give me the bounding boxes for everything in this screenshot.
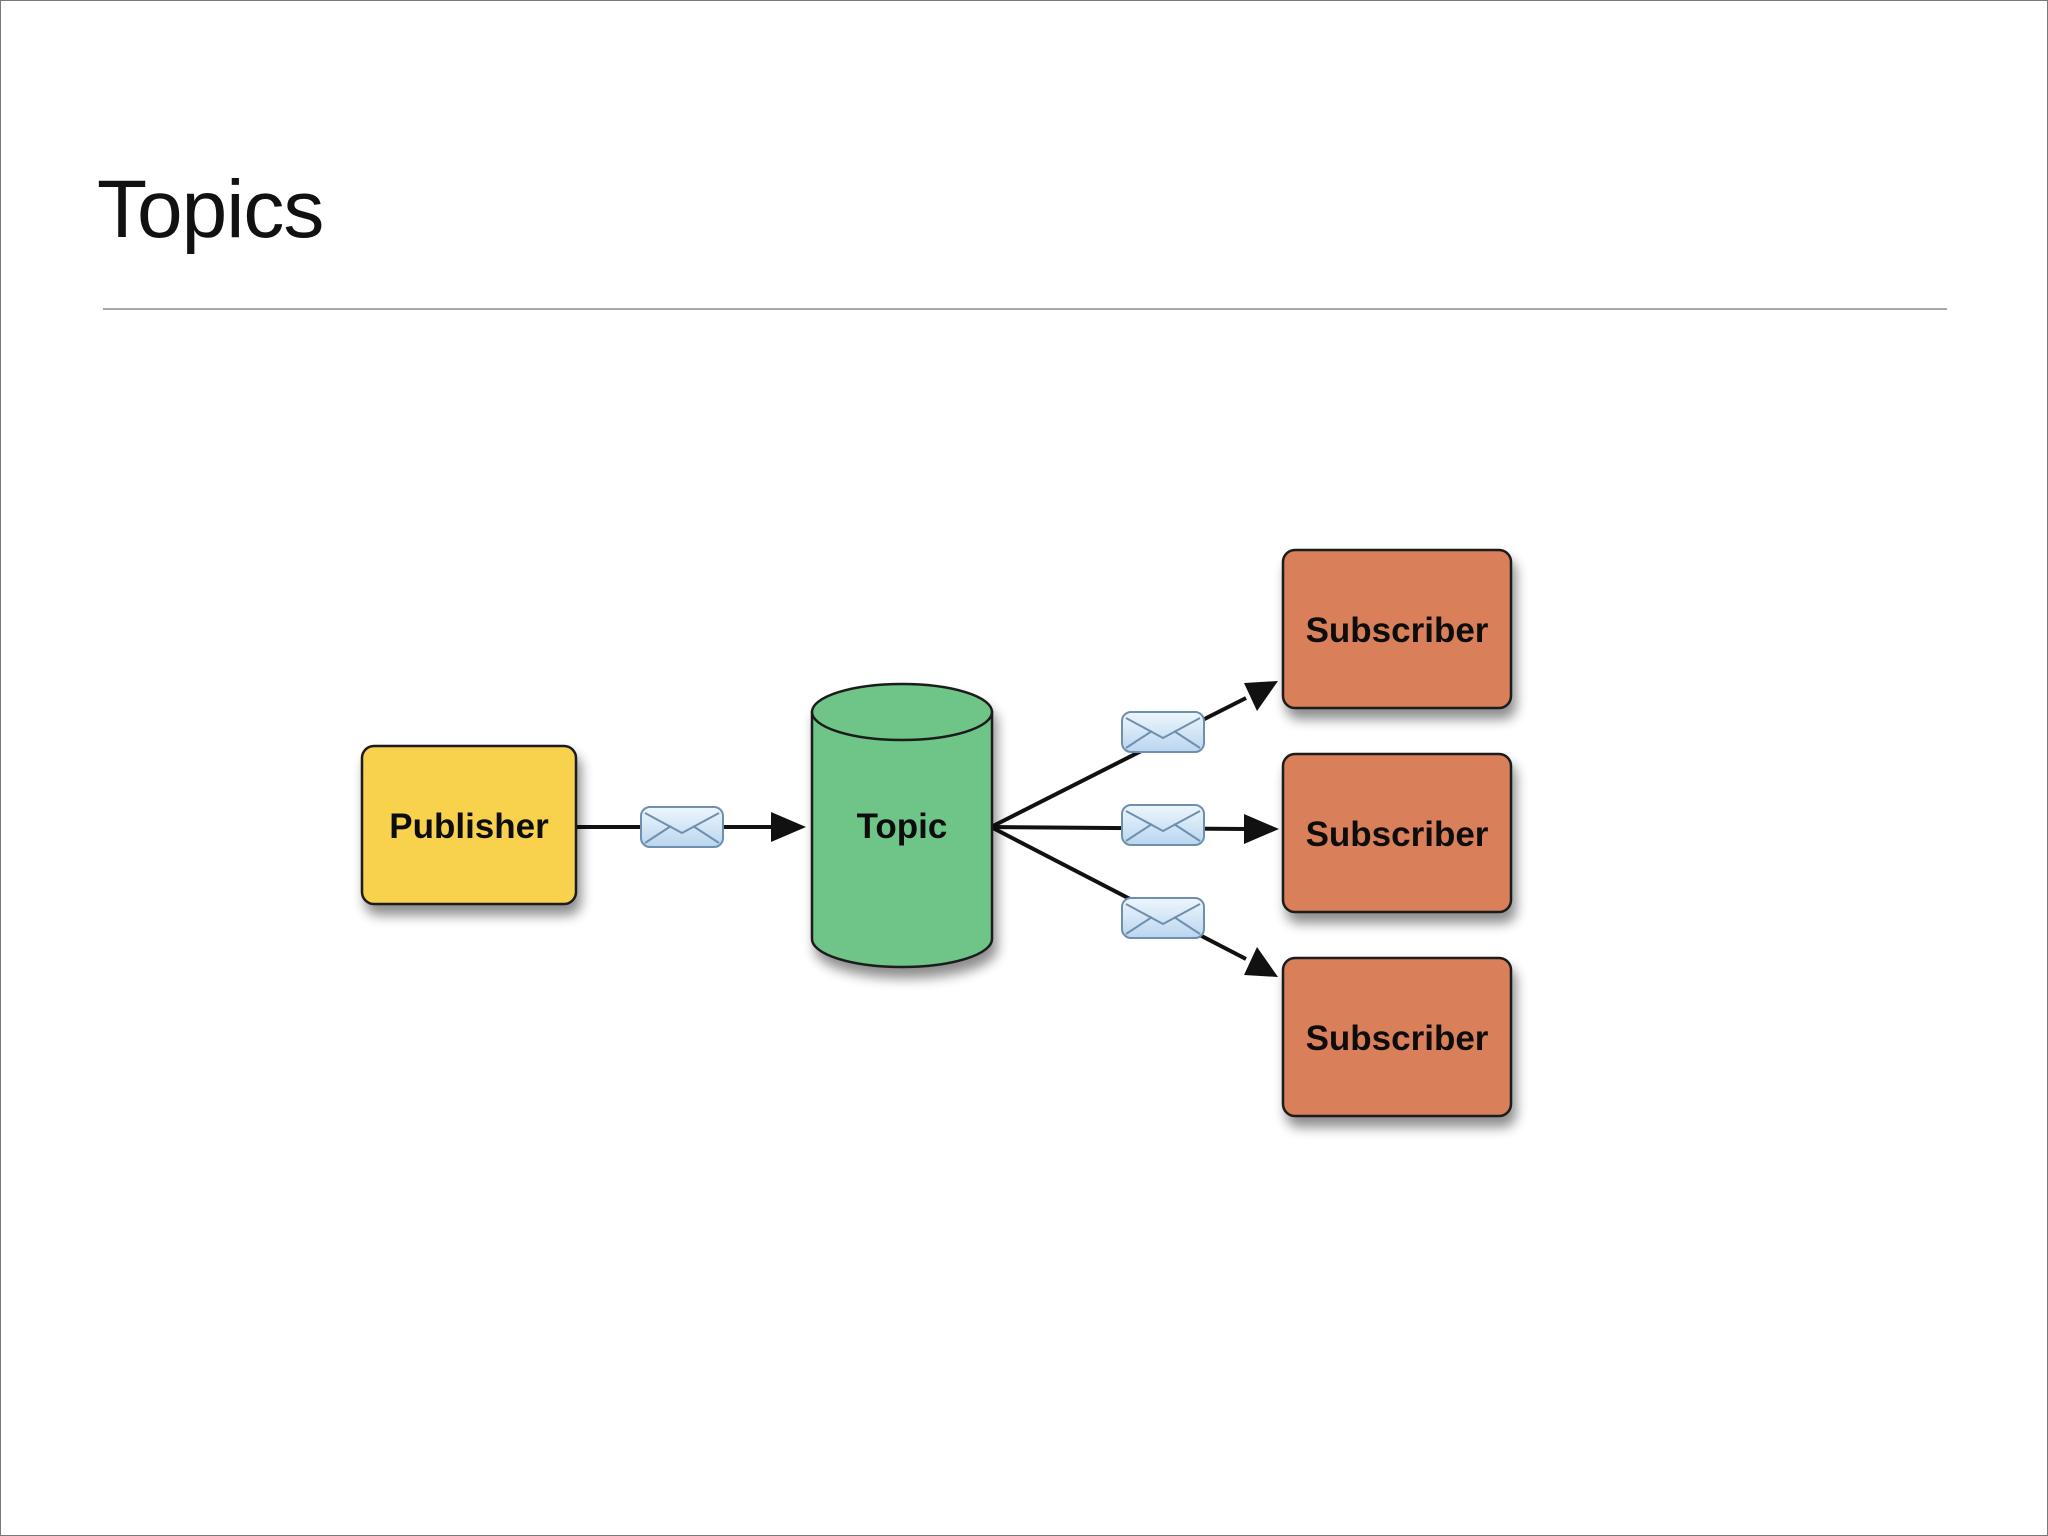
envelope-icon xyxy=(1121,804,1205,846)
edge-line xyxy=(990,825,1247,831)
topic-cylinder-body xyxy=(810,710,994,969)
edge-line xyxy=(990,825,1247,961)
subscriber-node-2: Subscriber xyxy=(1281,752,1513,914)
publisher-node: Publisher xyxy=(360,744,578,906)
subscriber-label: Subscriber xyxy=(1306,1019,1489,1058)
arrowhead xyxy=(1244,947,1278,977)
subscriber-label: Subscriber xyxy=(1306,611,1489,650)
topic-label: Topic xyxy=(857,807,948,846)
subscriber-node-3: Subscriber xyxy=(1281,956,1513,1118)
envelope-icon xyxy=(1121,711,1205,753)
envelope-icon xyxy=(1121,897,1205,939)
subscriber-box xyxy=(1281,548,1513,710)
slide-title: Topics xyxy=(97,164,324,255)
envelope-icon xyxy=(640,806,724,848)
subscriber-box xyxy=(1281,956,1513,1118)
arrowhead xyxy=(1244,681,1278,711)
subscriber-node-1: Subscriber xyxy=(1281,548,1513,710)
topic-cylinder-top xyxy=(810,682,994,742)
arrowhead xyxy=(771,812,806,842)
subscriber-box xyxy=(1281,752,1513,914)
title-divider xyxy=(103,308,1947,310)
publisher-label: Publisher xyxy=(389,807,549,846)
topic-node: Topic xyxy=(810,682,994,969)
subscriber-label: Subscriber xyxy=(1306,815,1489,854)
edge-topic-subscriber-3 xyxy=(990,825,1278,977)
publisher-box xyxy=(360,744,578,906)
arrowhead xyxy=(1244,814,1279,844)
edge-line xyxy=(990,696,1247,829)
